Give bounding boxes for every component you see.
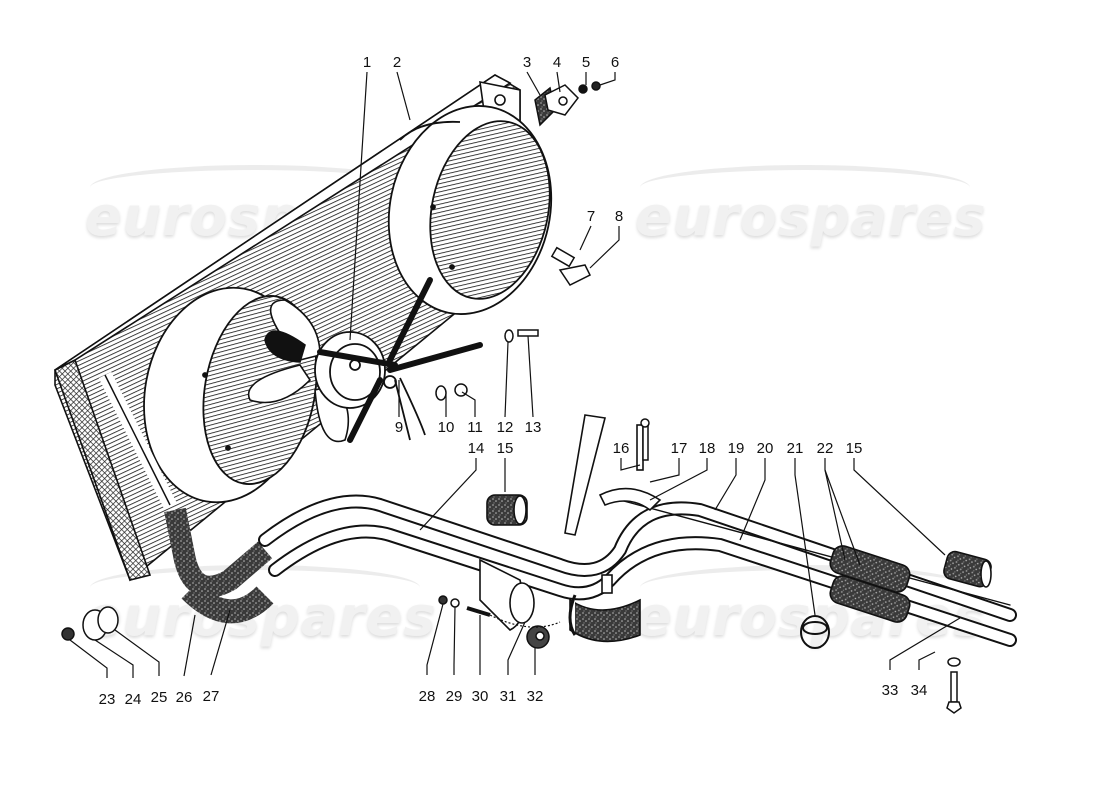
bolt bbox=[640, 418, 962, 714]
callout-34: 34 bbox=[910, 682, 928, 699]
callout-28: 28 bbox=[418, 688, 436, 705]
callout-17: 17 bbox=[670, 440, 688, 457]
hardware-3-6 bbox=[534, 81, 601, 127]
callout-9: 9 bbox=[394, 419, 404, 436]
callout-21: 21 bbox=[786, 440, 804, 457]
callout-26: 26 bbox=[175, 689, 193, 706]
callout-13: 13 bbox=[524, 419, 542, 436]
callout-24: 24 bbox=[124, 691, 142, 708]
fan-blades bbox=[247, 299, 350, 443]
water-pipes bbox=[258, 494, 1017, 647]
leader-lines bbox=[69, 71, 961, 678]
hardware-bottom bbox=[61, 595, 550, 649]
callout-15: 15 bbox=[496, 440, 514, 457]
bottom-hoses bbox=[98, 371, 274, 624]
callout-31: 31 bbox=[499, 688, 517, 705]
callout-29: 29 bbox=[445, 688, 463, 705]
callout-8: 8 bbox=[614, 208, 624, 225]
callout-11: 11 bbox=[467, 419, 483, 436]
callout-23: 23 bbox=[98, 691, 116, 708]
callout-6: 6 bbox=[610, 54, 620, 71]
upper-fan-shroud bbox=[387, 105, 553, 315]
callout-32: 32 bbox=[526, 688, 544, 705]
hose-clamp bbox=[800, 615, 830, 649]
watermark-swoosh bbox=[640, 165, 970, 210]
callout-14: 14 bbox=[467, 440, 485, 457]
callout-1: 1 bbox=[362, 54, 372, 71]
callout-25: 25 bbox=[150, 689, 168, 706]
callout-12: 12 bbox=[496, 419, 514, 436]
thermostat-housing bbox=[479, 487, 662, 643]
rubber-sleeves bbox=[486, 494, 992, 623]
callout-27: 27 bbox=[202, 688, 220, 705]
hardware-10-13 bbox=[435, 329, 539, 401]
callout-19: 19 bbox=[727, 440, 745, 457]
vent-tubes bbox=[564, 414, 644, 594]
callout-5: 5 bbox=[581, 54, 591, 71]
callout-7: 7 bbox=[586, 208, 596, 225]
callout-2: 2 bbox=[392, 54, 402, 71]
callout-20: 20 bbox=[756, 440, 774, 457]
callout-10: 10 bbox=[437, 419, 455, 436]
hardware-7-8 bbox=[550, 246, 592, 286]
callout-3: 3 bbox=[522, 54, 532, 71]
callout-16: 16 bbox=[612, 440, 630, 457]
fan-motor bbox=[314, 277, 483, 443]
callout-30: 30 bbox=[471, 688, 489, 705]
callout-4: 4 bbox=[552, 54, 562, 71]
watermark-text: eurospares bbox=[635, 185, 987, 248]
watermark-swoosh bbox=[90, 165, 420, 210]
callout-33: 33 bbox=[881, 682, 899, 699]
callout-22: 22 bbox=[816, 440, 834, 457]
callout-18: 18 bbox=[698, 440, 716, 457]
callout-15: 15 bbox=[845, 440, 863, 457]
